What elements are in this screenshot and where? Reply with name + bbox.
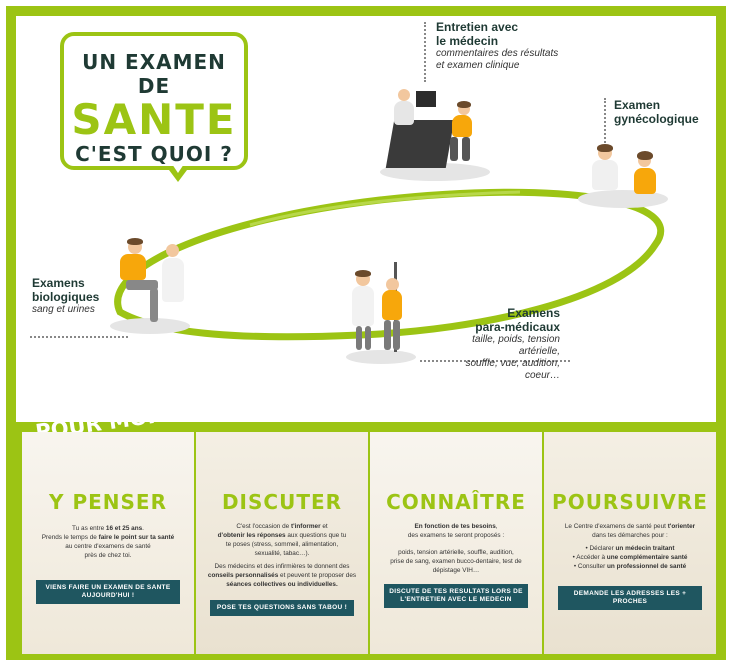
- card-title: DISCUTER: [221, 490, 343, 514]
- card-discuter: DISCUTER C'est l'occasion de t'informer …: [196, 432, 368, 654]
- title-line3: C'EST QUOI ?: [75, 142, 233, 166]
- measurement-illustration: [346, 262, 416, 366]
- biologiques-sub1: sang et urines: [32, 304, 95, 315]
- paramedicaux-title1: Examens: [507, 306, 560, 320]
- card-title: Y PENSER: [49, 490, 167, 514]
- card-action-button[interactable]: VIENS FAIRE UN EXAMEN DE SANTE AUJOURD'H…: [36, 580, 180, 604]
- paramedicaux-title2: para-médicaux: [475, 320, 560, 334]
- entretien-title1: Entretien avec: [436, 20, 519, 34]
- biologiques-title2: biologiques: [32, 290, 100, 304]
- card-text: C'est l'occasion de t'informer et d'obte…: [207, 523, 357, 588]
- connector-gyneco: [604, 98, 606, 158]
- title-line1: UN EXAMEN DE: [82, 50, 226, 98]
- card-title: POURSUIVRE: [552, 490, 708, 514]
- paramedicaux-sub1: taille, poids, tension artérielle,: [472, 334, 560, 357]
- biologiques-title1: Examens: [32, 276, 85, 290]
- card-action-button[interactable]: DEMANDE LES ADRESSES LES + PROCHES: [558, 586, 702, 610]
- entretien-sub1: commentaires des résultats: [436, 48, 559, 59]
- card-action-button[interactable]: DISCUTE DE TES RESULTATS LORS DE L'ENTRE…: [384, 584, 528, 608]
- title-bubble: UN EXAMEN DE SANTE C'EST QUOI ?: [60, 32, 248, 170]
- gyneco-title1: Examen: [614, 98, 661, 112]
- ellipse-stroke: [114, 188, 665, 341]
- gyneco-illustration: [578, 144, 668, 212]
- doctor-desk-illustration: [380, 85, 490, 185]
- station-entretien: Entretien avec le médecin commentaires d…: [436, 20, 558, 72]
- connector-entretien: [424, 22, 426, 82]
- card-action-button[interactable]: POSE TES QUESTIONS SANS TABOU !: [210, 600, 354, 616]
- card-connaitre: CONNAÎTRE En fonction de tes besoins, de…: [370, 432, 542, 654]
- monitor-icon: [416, 91, 436, 107]
- station-biologiques: Examens biologiques sang et urines: [32, 276, 99, 316]
- station-gyneco: Examen gynécologique: [614, 98, 699, 126]
- card-title: CONNAÎTRE: [386, 490, 526, 514]
- entretien-title2: le médecin: [436, 34, 499, 48]
- station-paramedicaux: Examens para-médicaux taille, poids, ten…: [438, 306, 560, 382]
- card-text: Tu as entre 16 et 25 ans. Prends le temp…: [41, 525, 175, 559]
- paramedicaux-sub2: souffle, vue, audition, coeur…: [465, 358, 560, 381]
- card-text: En fonction de tes besoins, des examens …: [390, 523, 522, 574]
- gyneco-title2: gynécologique: [614, 112, 699, 126]
- connector-paramedicaux: [420, 360, 570, 362]
- blood-test-illustration: [110, 238, 190, 338]
- title-line2: SANTE: [71, 95, 237, 144]
- connector-biologiques: [30, 336, 128, 338]
- card-text: Le Centre d'examens de santé peut t'orie…: [564, 523, 696, 570]
- entretien-sub2: et examen clinique: [436, 60, 520, 71]
- card-y-penser: Y PENSER Tu as entre 16 et 25 ans. Prend…: [22, 432, 194, 654]
- exam-path-ellipse: [114, 188, 665, 341]
- card-poursuivre: POURSUIVRE Le Centre d'examens de santé …: [544, 432, 716, 654]
